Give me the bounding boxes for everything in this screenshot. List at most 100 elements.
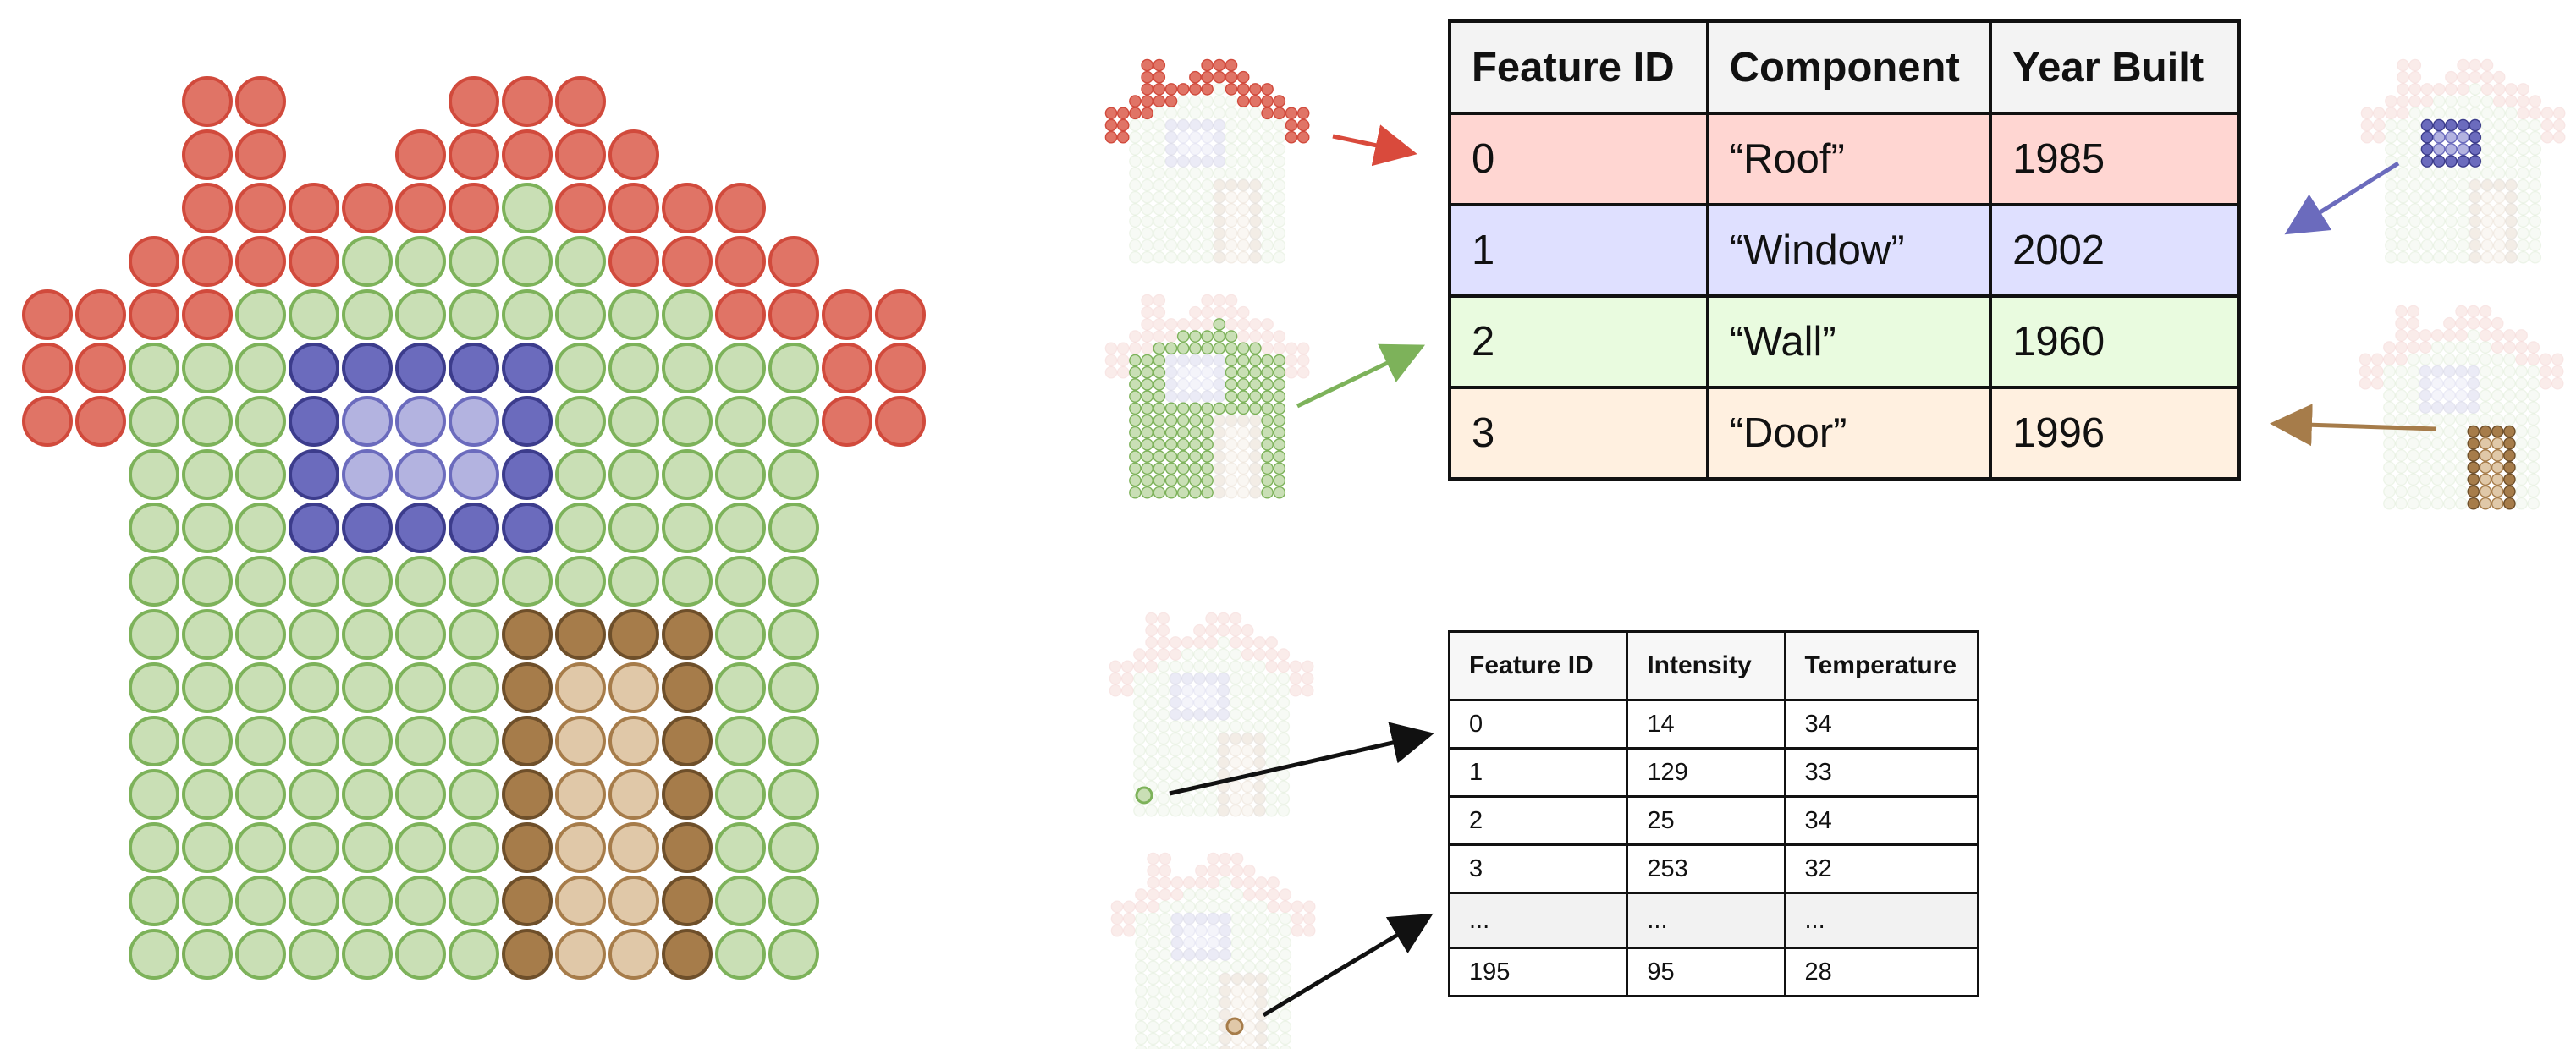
house-pixel-wall bbox=[2445, 178, 2458, 192]
house-pixel-wall bbox=[1236, 118, 1250, 132]
house-pixel-window-frame bbox=[1189, 155, 1202, 168]
house-pixel-roof bbox=[2480, 83, 2494, 96]
house-pixel-wall bbox=[2407, 473, 2420, 486]
house-pixel-window-glass bbox=[1201, 143, 1214, 156]
house-pixel-door-panel bbox=[608, 822, 659, 873]
house-pixel-wall bbox=[1170, 1008, 1184, 1021]
house-pixel-wall bbox=[2503, 376, 2516, 390]
house-pixel-wall bbox=[449, 929, 499, 980]
house-pixel-wall bbox=[1141, 227, 1153, 240]
house-pixel-wall bbox=[1182, 888, 1196, 901]
house-pixel-wall bbox=[1157, 732, 1170, 745]
house-pixel-wall bbox=[1153, 215, 1166, 228]
house-pixel-door-panel bbox=[1225, 239, 1238, 252]
house-pixel-wall bbox=[1133, 732, 1146, 745]
house-pixel-door-frame bbox=[2469, 227, 2482, 240]
house-pixel-wall bbox=[2469, 83, 2482, 96]
house-pixel-door-frame bbox=[1213, 438, 1226, 451]
house-pixel-window-glass bbox=[1205, 696, 1218, 709]
house-pixel-door-frame bbox=[1249, 414, 1262, 427]
house-pixel-wall bbox=[2479, 353, 2492, 366]
house-pixel-wall bbox=[1213, 330, 1226, 343]
house-pixel-wall bbox=[2529, 130, 2542, 144]
house-pixel-wall bbox=[1153, 190, 1166, 204]
house-pixel-wall bbox=[1213, 95, 1226, 107]
house-pixel-wall bbox=[2397, 155, 2409, 168]
house-pixel-wall bbox=[1225, 155, 1238, 168]
house-pixel-wall bbox=[1261, 390, 1274, 403]
house-pixel-wall bbox=[2503, 365, 2516, 378]
house-pixel-window-frame bbox=[1213, 354, 1226, 367]
house-pixel-door-frame bbox=[502, 716, 553, 766]
table-cell-temperature: 28 bbox=[1783, 947, 1979, 997]
house-pixel-wall bbox=[1249, 378, 1262, 391]
house-pixel-door-frame bbox=[1236, 414, 1250, 427]
house-pixel-wall bbox=[2455, 353, 2468, 366]
house-pixel-window-frame bbox=[1189, 118, 1202, 132]
house-pixel-wall bbox=[2407, 389, 2420, 402]
house-pixel-door-frame bbox=[1213, 178, 1226, 192]
house-pixel-door-frame bbox=[2467, 425, 2480, 438]
house-thumbnails bbox=[1104, 58, 2566, 1049]
house-pixel-roof bbox=[182, 76, 233, 127]
house-pixel-wall bbox=[1176, 178, 1190, 192]
house-pixel-door-frame bbox=[1249, 190, 1262, 204]
house-pixel-wall bbox=[449, 876, 499, 926]
house-pixel-door-frame bbox=[502, 876, 553, 926]
house-pixel-roof bbox=[715, 236, 766, 287]
house-pixel-roof bbox=[1285, 354, 1298, 367]
table-cell-intensity: 129 bbox=[1626, 747, 1786, 798]
house-pixel-wall bbox=[1133, 756, 1146, 769]
house-pixel-wall bbox=[1265, 756, 1278, 769]
house-pixel-wall bbox=[1219, 960, 1232, 974]
house-pixel-wall bbox=[1153, 462, 1166, 475]
house-pixel-wall bbox=[2407, 376, 2420, 390]
house-pixel-wall bbox=[2432, 239, 2446, 252]
house-pixel-door-frame bbox=[662, 716, 713, 766]
house-pixel-wall bbox=[1230, 900, 1244, 914]
house-pixel-wall bbox=[1236, 143, 1250, 156]
house-pixel-roof bbox=[395, 183, 446, 233]
house-pixel-wall bbox=[1273, 474, 1286, 487]
house-pixel-wall bbox=[1267, 1032, 1280, 1046]
house-pixel-roof bbox=[1122, 900, 1136, 914]
house-pixel-wall bbox=[1153, 426, 1166, 439]
house-pixel-wall bbox=[768, 876, 819, 926]
table-cell-temperature: 33 bbox=[1783, 747, 1979, 798]
house-pixel-wall bbox=[1267, 1020, 1280, 1034]
house-pixel-wall bbox=[2443, 341, 2456, 354]
house-pixel-door-frame bbox=[1213, 190, 1226, 204]
house-pixel-roof bbox=[1285, 118, 1298, 132]
house-pixel-wall bbox=[2445, 203, 2458, 216]
house-pixel-wall bbox=[1189, 438, 1202, 451]
arrow-pixel-0 bbox=[1169, 722, 1434, 796]
house-pixel-door-panel bbox=[1236, 462, 1250, 475]
house-pixel-window-frame bbox=[2420, 143, 2434, 156]
house-pixel-wall bbox=[1236, 342, 1250, 355]
house-pixel-wall bbox=[2492, 143, 2506, 156]
house-pixel-wall bbox=[2445, 239, 2458, 252]
house-pixel-roof bbox=[1241, 623, 1254, 637]
house-pixel-roof bbox=[1296, 118, 1310, 132]
house-pixel-window-frame bbox=[1213, 130, 1226, 144]
house-pixel-wall bbox=[1195, 1044, 1208, 1049]
house-pixel-roof bbox=[1159, 888, 1172, 901]
house-pixel-wall bbox=[1213, 83, 1226, 96]
house-pixel-roof bbox=[1153, 95, 1166, 107]
house-pixel-wall bbox=[2457, 107, 2469, 120]
house-pixel-roof bbox=[1120, 672, 1134, 685]
house-pixel-wall bbox=[2385, 239, 2397, 252]
house-pixel-door-panel bbox=[2479, 485, 2492, 498]
house-pixel-roof bbox=[1291, 924, 1304, 937]
house-pixel-wall bbox=[1219, 876, 1232, 889]
house-pixel-door-frame bbox=[2505, 239, 2518, 252]
house-pixel-wall bbox=[1205, 732, 1218, 745]
house-pixel-roof bbox=[1242, 876, 1256, 889]
column-header: Temperature bbox=[1783, 630, 1979, 701]
house-pixel-wall bbox=[1159, 984, 1172, 997]
house-pixel-window-frame bbox=[1193, 672, 1206, 685]
house-pixel-window-frame bbox=[2457, 118, 2469, 132]
house-pixel-wall bbox=[1145, 684, 1158, 697]
house-pixel-wall bbox=[1153, 342, 1166, 355]
house-pixel-wall bbox=[1225, 365, 1238, 379]
